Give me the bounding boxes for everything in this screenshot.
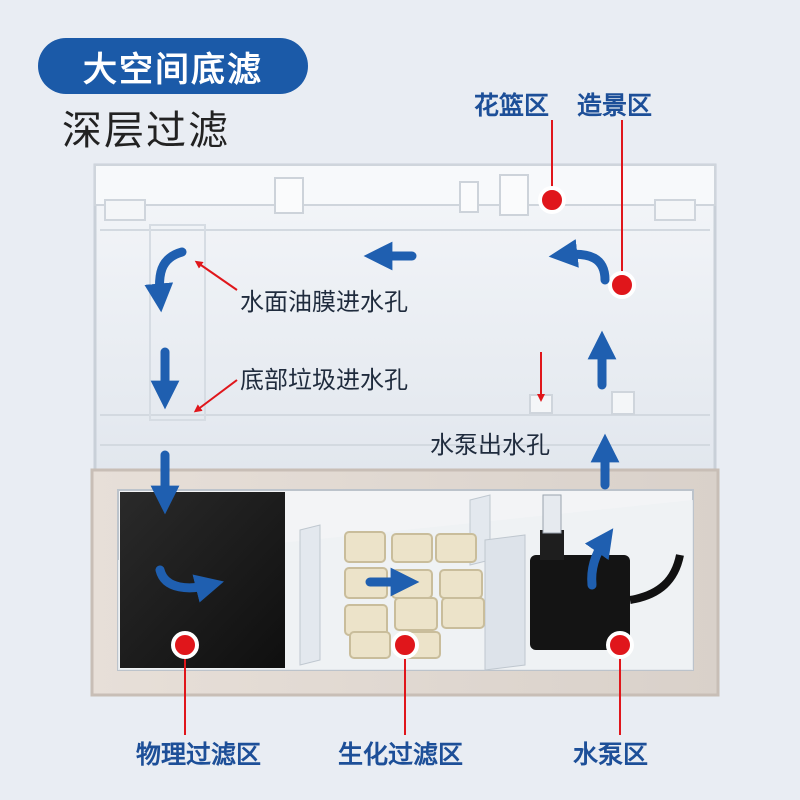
water-pump [530, 494, 684, 650]
filter-sponge [120, 492, 285, 668]
label-pump-outlet: 水泵出水孔 [430, 431, 550, 459]
zone-markers [171, 186, 636, 659]
marker-pump-zone [606, 631, 634, 659]
label-landscape-zone: 造景区 [577, 91, 653, 120]
label-physical-filter-zone: 物理过滤区 [136, 740, 262, 769]
marker-basket-zone [538, 186, 566, 214]
label-bottom-debris-inlet: 底部垃圾进水孔 [240, 366, 408, 394]
subheadline: 深层过滤 [62, 108, 230, 154]
label-surface-oil-inlet: 水面油膜进水孔 [240, 288, 408, 316]
marker-bio-zone [391, 631, 419, 659]
flow-arrows [144, 239, 620, 603]
label-basket-zone: 花篮区 [474, 91, 550, 120]
pointer-lines [184, 120, 623, 735]
upper-tank [93, 163, 717, 472]
marker-physical-zone [171, 631, 199, 659]
marker-landscape-zone [608, 271, 636, 299]
headline-badge: 大空间底滤 [38, 38, 308, 94]
label-bio-filter-zone: 生化过滤区 [338, 740, 464, 769]
label-pump-zone: 水泵区 [573, 740, 649, 769]
